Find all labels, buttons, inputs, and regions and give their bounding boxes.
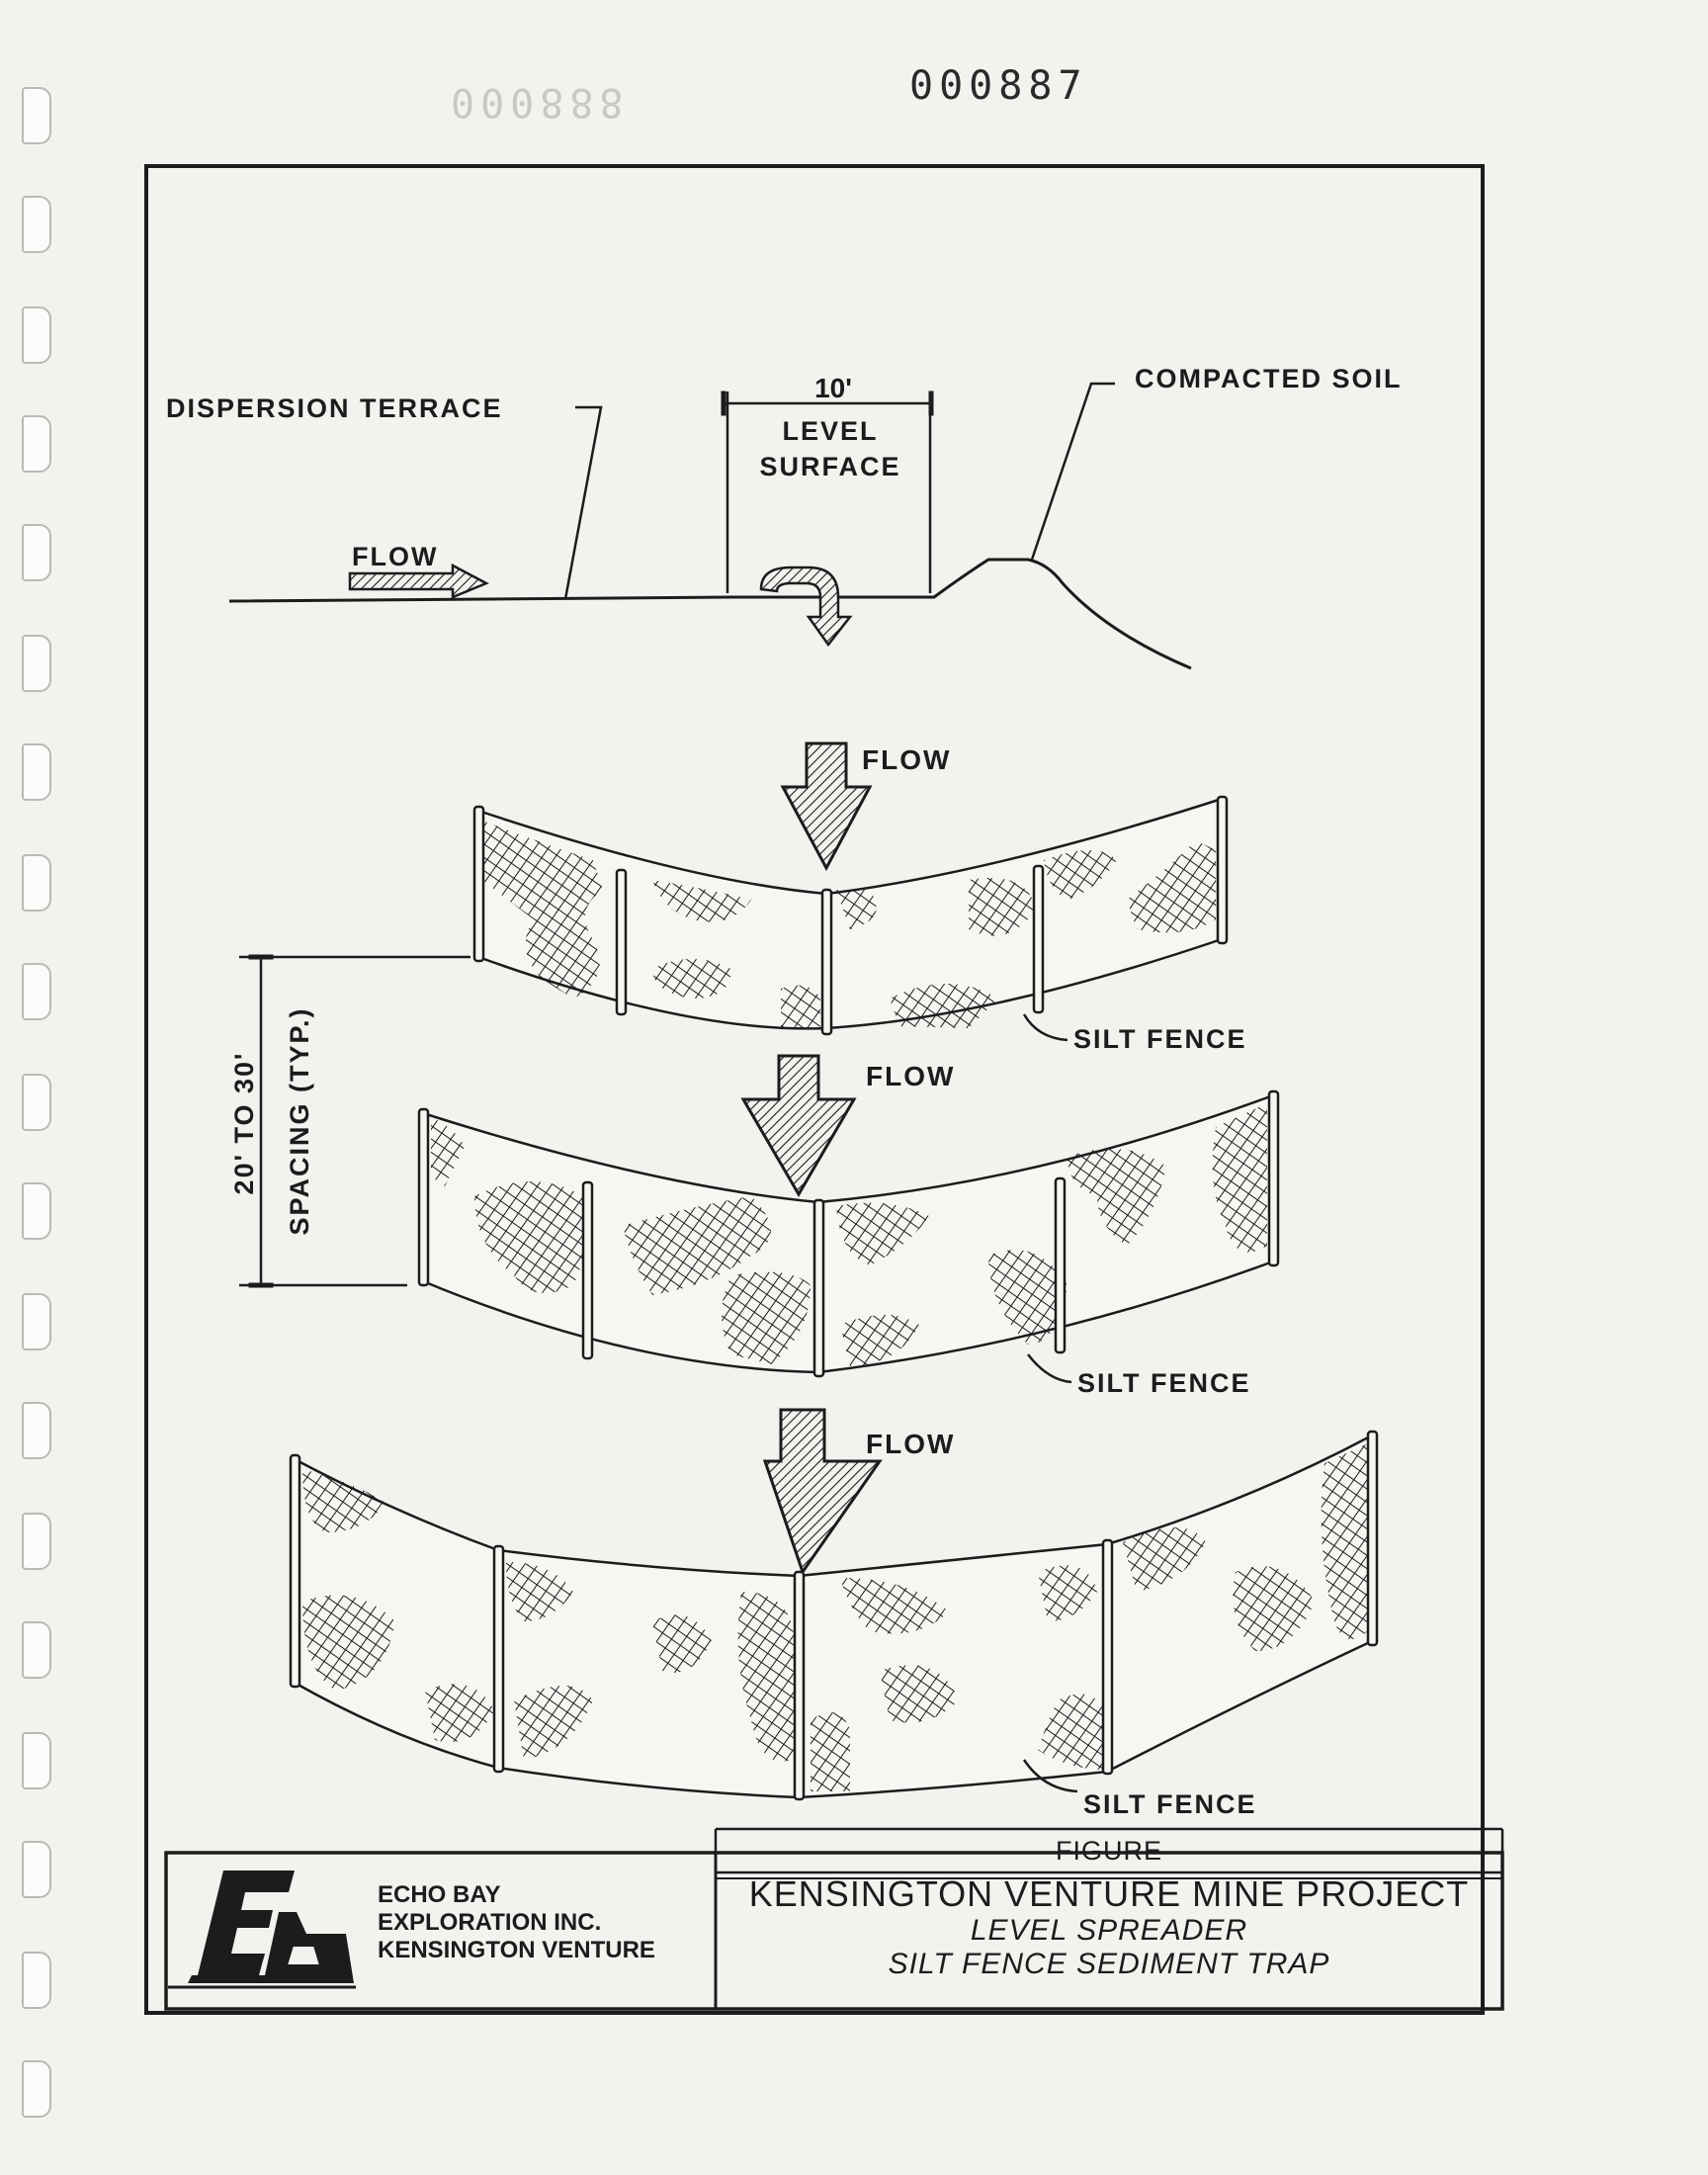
- punch-hole: [22, 1732, 51, 1789]
- title-block: [164, 1827, 1504, 2011]
- echo-bay-logo: [168, 1870, 356, 1989]
- punch-hole: [22, 1952, 51, 2009]
- ground-line: [228, 558, 1192, 670]
- silt-fence-2: SILT FENCE: [417, 1089, 1280, 1398]
- silt-fence-1: SILT FENCE: [472, 795, 1247, 1054]
- flow-arrow-turn: [759, 566, 853, 648]
- punch-hole: [22, 415, 51, 473]
- punch-hole: [22, 1621, 51, 1679]
- figure-label: FIGURE: [1055, 1836, 1162, 1866]
- punch-hole: [22, 87, 51, 144]
- punch-hole: [22, 196, 51, 253]
- spacing-dimension: 20' TO 30' SPACING (TYP.): [229, 954, 470, 1288]
- punch-hole: [22, 1513, 51, 1570]
- flow-label-top: FLOW: [352, 542, 438, 571]
- punch-hole: [22, 1293, 51, 1350]
- compacted-soil-leader: [1030, 382, 1115, 561]
- fence-posts: [289, 1430, 1379, 1801]
- fence-sediment-blotches: [302, 1443, 1368, 1791]
- punch-hole: [22, 854, 51, 912]
- terrace-profile: 10' LEVEL SURFACE DISPERSION TERRACE COM…: [166, 364, 1403, 670]
- fence-posts: [472, 795, 1229, 1036]
- document-number: 000887: [909, 63, 1088, 109]
- fence-sediment-blotches: [482, 821, 1216, 1028]
- flow-arrow-horizontal: [348, 563, 489, 599]
- dispersion-terrace-leader: [563, 405, 603, 600]
- flow-arrow-1: FLOW: [780, 741, 951, 872]
- company-line-1: ECHO BAY: [378, 1881, 501, 1908]
- punch-hole: [22, 306, 51, 364]
- dispersion-terrace-label: DISPERSION TERRACE: [166, 393, 503, 423]
- spacing-label-2: SPACING (TYP.): [285, 1006, 314, 1235]
- silt-fence-label-1: SILT FENCE: [1073, 1024, 1247, 1054]
- flow-label-1: FLOW: [862, 744, 951, 775]
- company-name: ECHO BAY EXPLORATION INC. KENSINGTON VEN…: [378, 1881, 655, 1964]
- punch-hole: [22, 524, 51, 581]
- punch-hole: [22, 2060, 51, 2118]
- project-title: KENSINGTON VENTURE MINE PROJECT: [748, 1873, 1470, 1914]
- punch-hole: [22, 1182, 51, 1240]
- punch-hole: [22, 743, 51, 801]
- silt-fence-label-3: SILT FENCE: [1083, 1789, 1257, 1819]
- fence-posts: [417, 1089, 1280, 1378]
- compacted-soil-label: COMPACTED SOIL: [1135, 364, 1403, 393]
- punch-hole: [22, 1074, 51, 1131]
- company-line-2: EXPLORATION INC.: [378, 1909, 602, 1936]
- level-surface-label-1: LEVEL: [782, 416, 878, 446]
- flow-label-3: FLOW: [866, 1429, 955, 1459]
- punch-hole: [22, 1402, 51, 1459]
- punch-hole: [22, 1841, 51, 1898]
- drawing-subtitle-2: SILT FENCE SEDIMENT TRAP: [888, 1948, 1330, 1980]
- flow-arrow-3: FLOW: [762, 1408, 955, 1576]
- punch-hole: [22, 635, 51, 692]
- drawing-border: [144, 164, 1485, 2015]
- drawing-subtitle-1: LEVEL SPREADER: [970, 1914, 1248, 1947]
- punch-hole: [22, 963, 51, 1020]
- flow-arrow-2: FLOW: [740, 1054, 955, 1197]
- silt-fence-label-2: SILT FENCE: [1077, 1368, 1251, 1398]
- silt-fence-3: SILT FENCE: [289, 1430, 1379, 1819]
- spacing-label-1: 20' TO 30': [229, 1052, 259, 1195]
- level-surface-label-2: SURFACE: [759, 452, 900, 481]
- silt-fence-leader-2: [1027, 1353, 1072, 1384]
- company-line-3: KENSINGTON VENTURE: [378, 1937, 655, 1963]
- flow-label-2: FLOW: [866, 1061, 955, 1091]
- dimension-value: 10': [814, 373, 852, 403]
- silt-fence-leader-1: [1022, 1013, 1068, 1042]
- silt-fence-leader-3: [1022, 1759, 1078, 1793]
